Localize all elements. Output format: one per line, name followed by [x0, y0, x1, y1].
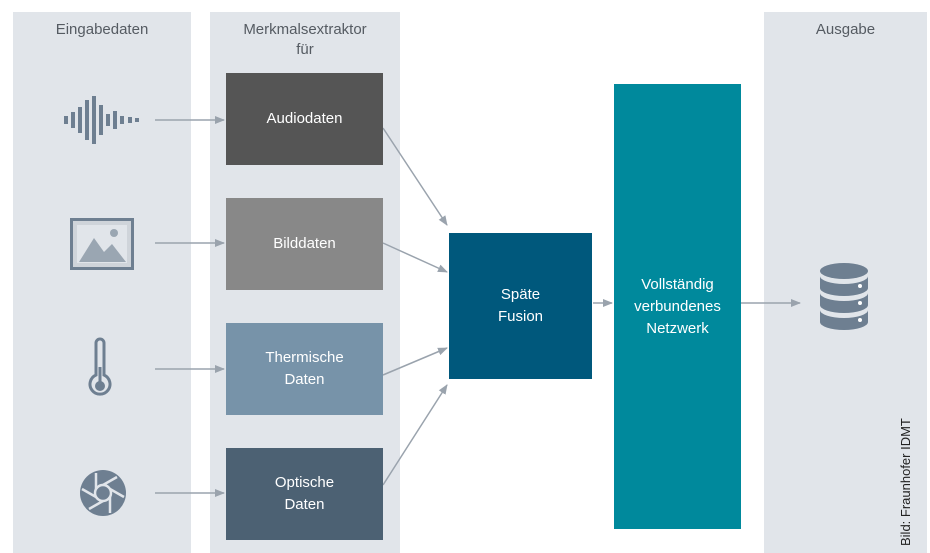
audio-extractor-box: Audiodaten: [226, 73, 383, 165]
fully-connected-network-label: Vollständig verbundenes Netzwerk: [634, 275, 721, 337]
input-column-title: Eingabedaten: [55, 21, 149, 38]
fully-connected-network-box: Vollständig verbundenes Netzwerk: [614, 84, 741, 529]
image-extractor-label: Bilddaten: [273, 235, 336, 252]
thermal-extractor-label: Thermische Daten: [265, 349, 344, 388]
thermal-extractor-box: Thermische Daten: [226, 323, 383, 415]
late-fusion-box: Späte Fusion: [449, 233, 592, 379]
database-icon: [820, 263, 868, 330]
optical-extractor-box: Optische Daten: [226, 448, 383, 540]
late-fusion-label: Späte Fusion: [497, 286, 544, 325]
audio-extractor-label: Audiodaten: [266, 110, 343, 127]
thermometer-icon: [88, 337, 112, 396]
aperture-icon: [80, 470, 126, 516]
optical-extractor-label: Optische Daten: [274, 474, 335, 513]
image-icon: [70, 218, 134, 270]
image-credit: Bild: Fraunhofer IDMT: [898, 418, 913, 546]
input-column: [13, 12, 191, 553]
arrow-optical-fusion: [382, 384, 448, 486]
image-extractor-box: Bilddaten: [226, 198, 383, 290]
arrow-thermal-fusion: [382, 347, 448, 376]
extractor-column-title: Merkmalsextraktor für: [243, 21, 367, 58]
arrow-image-fusion: [382, 242, 448, 273]
waveform-icon: [64, 96, 139, 144]
output-column: [764, 12, 927, 553]
arrow-audio-fusion: [382, 127, 448, 226]
output-column-title: Ausgabe: [815, 21, 876, 38]
